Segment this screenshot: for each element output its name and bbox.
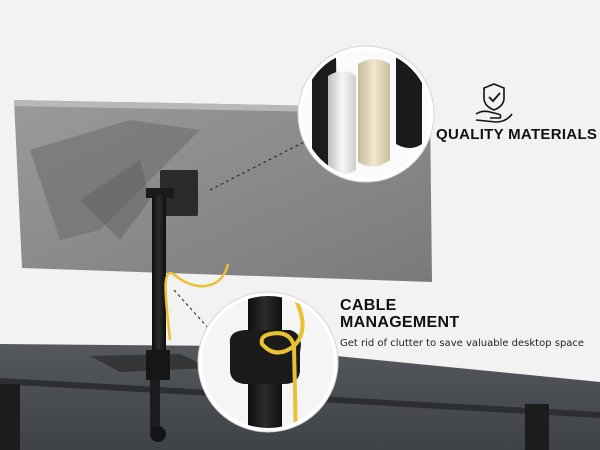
monitor-vent-slat [80, 160, 150, 240]
callout-line-bottom [173, 289, 211, 331]
gold-tube [358, 59, 390, 167]
materials-zoom-outline [297, 45, 435, 183]
monitor-cable [164, 263, 230, 341]
quality-materials-title: QUALITY MATERIALS [436, 126, 598, 143]
silver-tube [328, 71, 356, 174]
mount-pole [152, 196, 166, 358]
clamp-knob [150, 426, 166, 442]
arm-bracket [146, 188, 174, 198]
cable-management-title: CABLE MANAGEMENT [340, 297, 459, 331]
hand-shield-check-icon [475, 83, 513, 123]
cable-clip [229, 330, 301, 384]
materials-zoom [300, 48, 432, 180]
materials-zoom-ring [298, 46, 434, 182]
cable-title-line2: MANAGEMENT [340, 314, 460, 331]
zoom-cable [259, 299, 305, 355]
callout-line-top [209, 139, 309, 191]
vesa-mount [160, 170, 198, 216]
clamp-base [146, 350, 170, 380]
cable-zoom [200, 294, 336, 430]
cable-title-line1: CABLE [340, 297, 397, 314]
clamp-screw [150, 380, 160, 430]
desk-leg-right [525, 404, 549, 450]
cable-zoom-ring [198, 292, 338, 432]
cable-management-description: Get rid of clutter to save valuable desk… [340, 338, 585, 349]
desk-leg-left [0, 384, 20, 450]
cable-zoom-outline [197, 291, 339, 433]
black-tube-right [396, 53, 422, 148]
